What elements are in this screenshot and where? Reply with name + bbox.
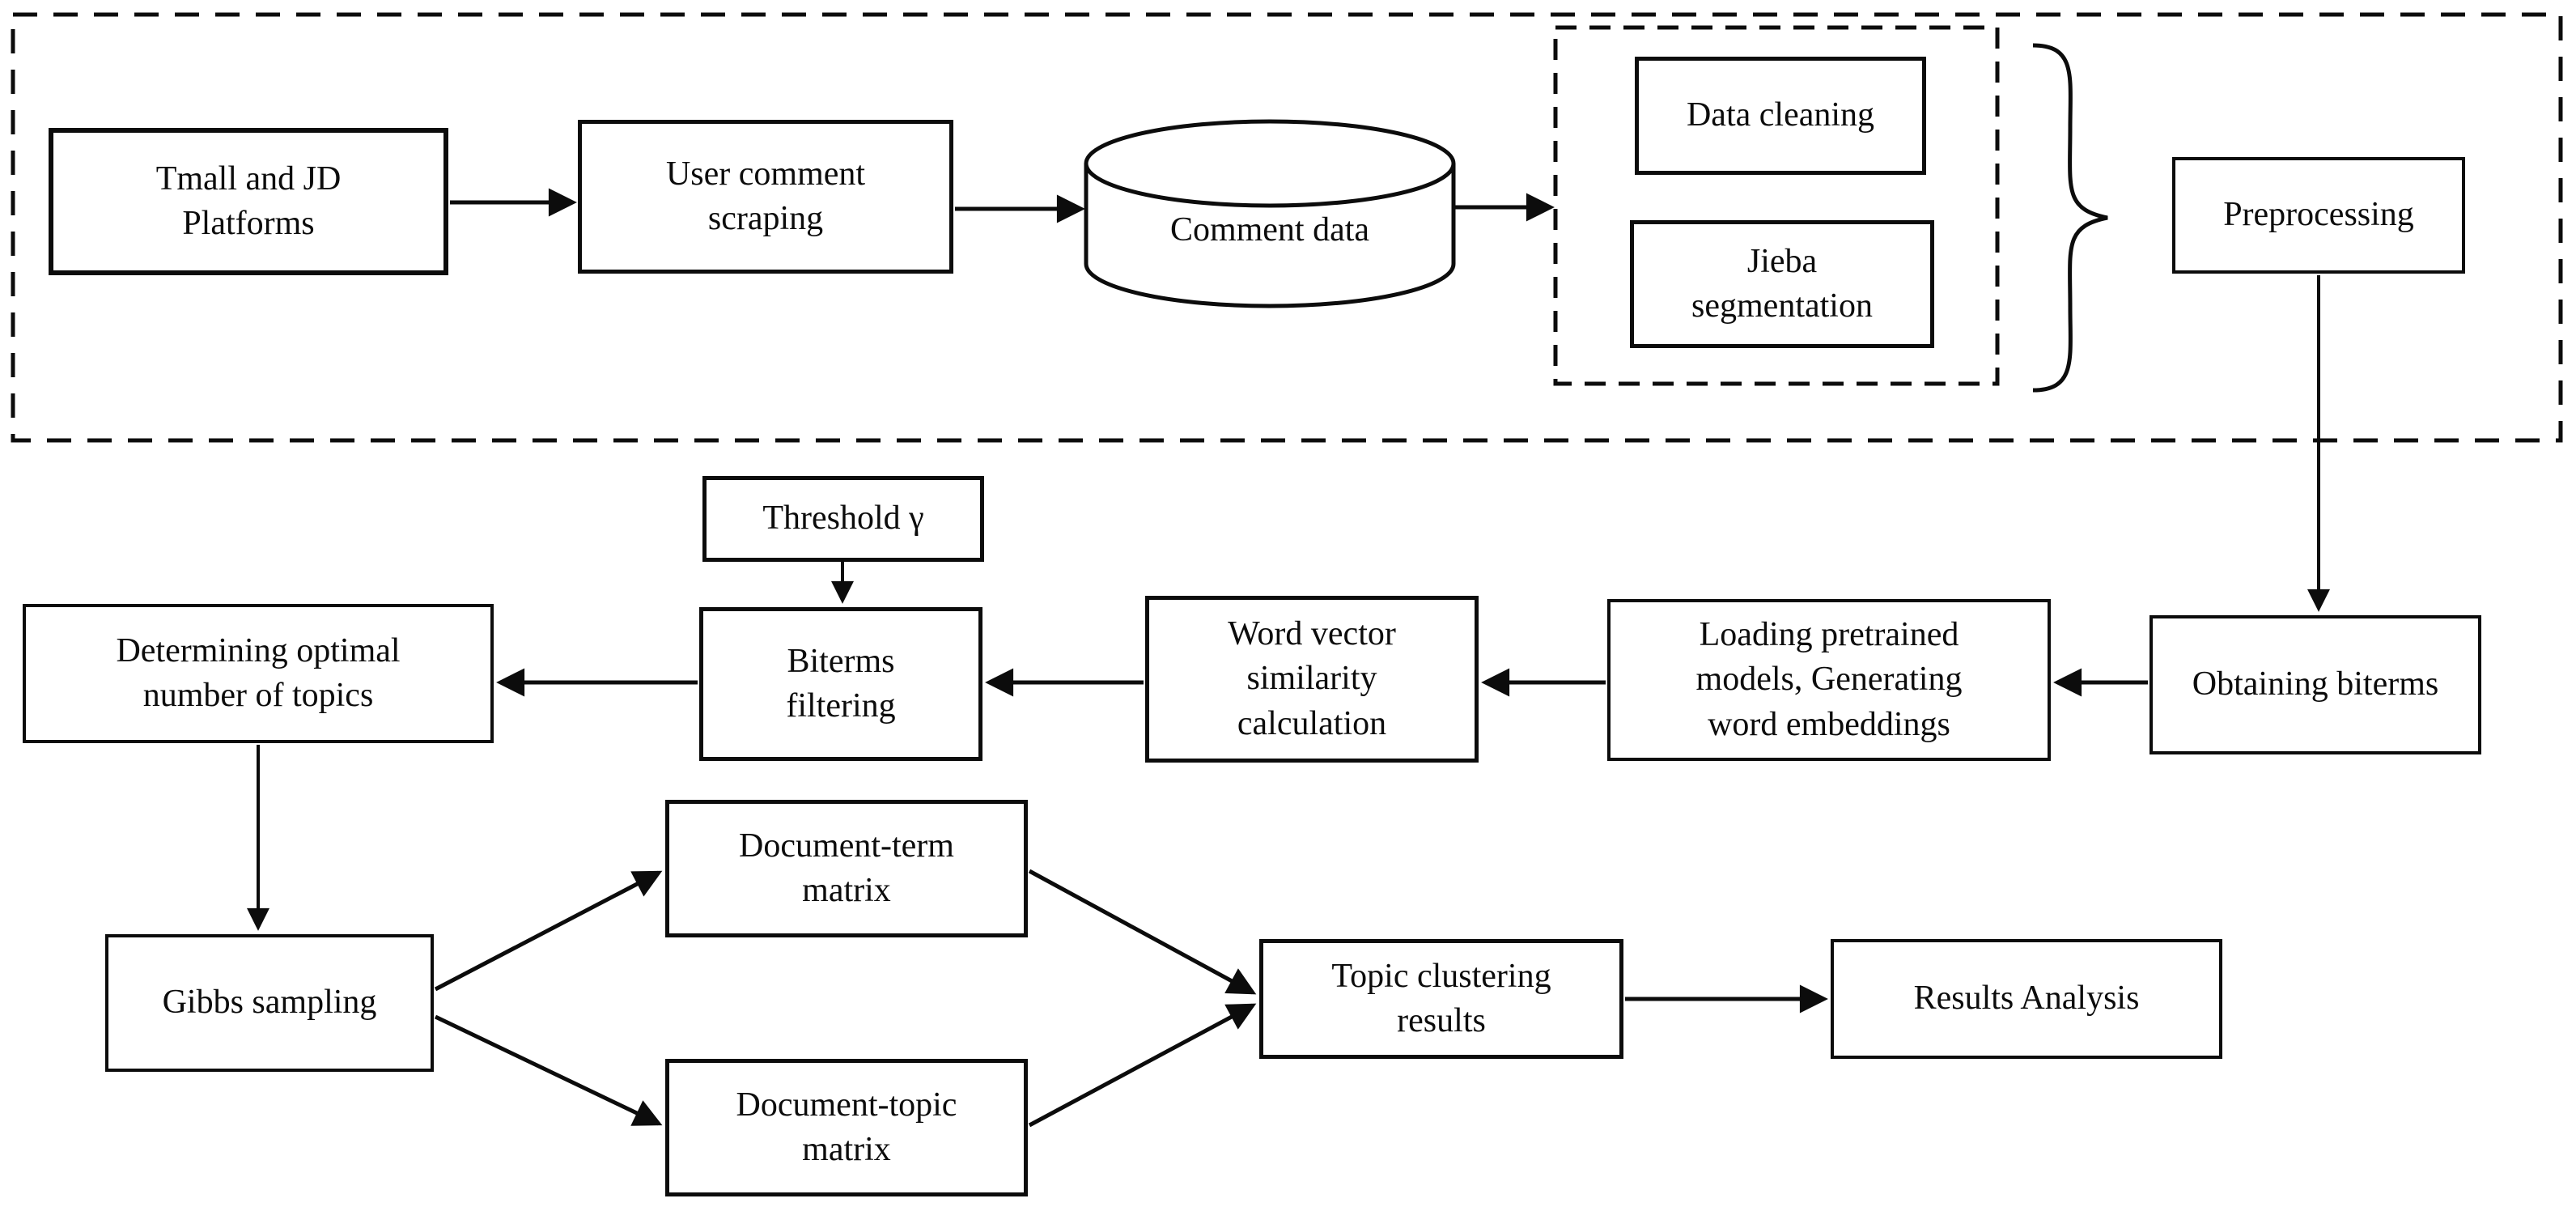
- node-label: Platforms: [182, 205, 315, 242]
- node-biterms-filtering: Biterms filtering: [699, 607, 982, 761]
- arrow-docterm-to-clustering: [1028, 869, 1257, 995]
- node-label: Determining optimal: [116, 631, 401, 669]
- database-cylinder-icon: [1084, 119, 1456, 308]
- node-gibbs-sampling: Gibbs sampling: [105, 934, 434, 1072]
- node-label: matrix: [802, 1131, 891, 1168]
- node-label: Threshold γ: [762, 499, 924, 538]
- arrow-gibbs-to-doctopic: [434, 1014, 663, 1126]
- node-determining-optimal-topics: Determining optimal number of topics: [23, 604, 494, 743]
- node-data-cleaning: Data cleaning: [1635, 57, 1926, 175]
- node-label: Comment data: [1169, 211, 1370, 249]
- node-label: Document-topic: [736, 1086, 957, 1124]
- curly-brace: [2032, 43, 2108, 393]
- node-label: Biterms: [787, 642, 895, 680]
- node-label: similarity: [1246, 660, 1377, 698]
- node-label: Jieba: [1746, 242, 1818, 280]
- node-label: results: [1397, 1002, 1486, 1039]
- node-user-comment-scraping: User comment scraping: [578, 120, 953, 274]
- node-label: Gibbs sampling: [162, 984, 377, 1022]
- node-word-vector-similarity: Word vector similarity calculation: [1145, 596, 1479, 763]
- node-preprocessing: Preprocessing: [2172, 157, 2465, 274]
- node-label: Loading pretrained: [1699, 615, 1959, 653]
- preprocessing-stage-dashed-frame: [11, 12, 2563, 443]
- node-label: number of topics: [142, 677, 374, 714]
- node-label: Tmall and JD: [155, 159, 342, 198]
- node-label: Data cleaning: [1686, 96, 1875, 134]
- node-label: matrix: [802, 872, 891, 909]
- node-label: models, Generating: [1695, 661, 1963, 699]
- node-label: calculation: [1237, 704, 1387, 742]
- node-label: Topic clustering: [1331, 957, 1551, 995]
- node-label: filtering: [786, 687, 896, 725]
- node-jieba-segmentation: Jieba segmentation: [1630, 220, 1934, 348]
- node-obtaining-biterms: Obtaining biterms: [2149, 615, 2481, 754]
- arrow-doctopic-to-clustering: [1028, 1003, 1257, 1128]
- node-threshold-gamma: Threshold γ: [702, 476, 984, 562]
- node-label: Word vector: [1228, 614, 1396, 652]
- node-label: segmentation: [1691, 287, 1873, 325]
- node-label: Results Analysis: [1913, 980, 2140, 1018]
- node-label: Obtaining biterms: [2192, 665, 2439, 703]
- node-topic-clustering-results: Topic clustering results: [1259, 939, 1623, 1059]
- node-label: Document-term: [739, 827, 954, 865]
- node-loading-pretrained-models: Loading pretrained models, Generating wo…: [1607, 599, 2051, 761]
- node-label: User comment: [665, 155, 866, 193]
- node-tmall-jd-platforms: Tmall and JD Platforms: [49, 128, 448, 275]
- node-label: word embeddings: [1708, 705, 1950, 743]
- cleaning-group-dashed-frame: [1553, 25, 2000, 386]
- node-label: scraping: [707, 200, 824, 237]
- node-label: Preprocessing: [2223, 196, 2414, 234]
- arrow-gibbs-to-docterm: [434, 870, 663, 992]
- node-document-term-matrix: Document-term matrix: [665, 800, 1028, 937]
- node-document-topic-matrix: Document-topic matrix: [665, 1059, 1028, 1196]
- node-comment-data: Comment data: [1086, 194, 1454, 267]
- node-results-analysis: Results Analysis: [1831, 939, 2222, 1059]
